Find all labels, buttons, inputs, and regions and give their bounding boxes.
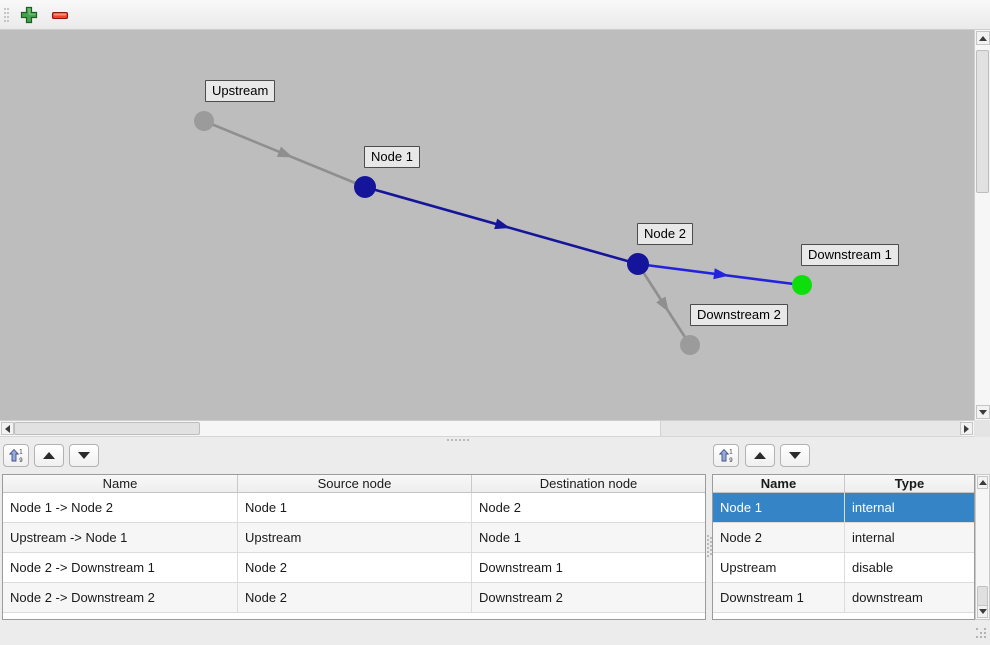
table-cell[interactable]: internal xyxy=(845,523,974,553)
table-cell[interactable]: Node 1 -> Node 2 xyxy=(3,493,238,523)
graph-node[interactable] xyxy=(194,111,214,131)
graph-svg xyxy=(194,111,812,355)
node-move-down-button[interactable] xyxy=(780,444,810,467)
sort-ascending-icon: 1 9 xyxy=(718,448,733,463)
horizontal-splitter-handle[interactable] xyxy=(447,439,449,441)
toolbar-grip[interactable] xyxy=(4,8,6,10)
column-header[interactable]: Name xyxy=(713,475,845,493)
column-header[interactable]: Type xyxy=(894,476,925,491)
edge-arrow-icon xyxy=(713,268,729,280)
up-triangle-icon xyxy=(754,452,766,459)
graph-node[interactable] xyxy=(627,253,649,275)
node-label[interactable]: Upstream xyxy=(205,80,276,102)
scroll-down-button[interactable] xyxy=(977,605,988,618)
edge-move-up-button[interactable] xyxy=(34,444,64,467)
vertical-splitter-handle[interactable] xyxy=(707,535,709,537)
column-header[interactable]: Source node xyxy=(238,475,472,493)
table-cell[interactable]: Node 2 xyxy=(238,553,472,583)
table-cell[interactable]: Node 2 xyxy=(472,493,705,523)
table-scroll-thumb[interactable] xyxy=(977,586,988,607)
nodes-table-scrollbar[interactable] xyxy=(975,474,990,620)
table-cell[interactable]: disable xyxy=(845,553,974,583)
table-cell[interactable]: Upstream -> Node 1 xyxy=(3,523,238,553)
edge-arrow-icon xyxy=(276,146,293,158)
down-triangle-icon xyxy=(789,452,801,459)
canvas-vertical-scrollbar[interactable] xyxy=(974,30,990,420)
table-cell[interactable]: Node 2 xyxy=(238,583,472,613)
arrow-right-icon xyxy=(964,424,969,433)
canvas-horizontal-scrollbar[interactable] xyxy=(0,420,974,437)
edge-arrow-icon xyxy=(494,218,511,230)
table-cell[interactable]: Upstream xyxy=(713,553,845,583)
table-cell[interactable]: Downstream 2 xyxy=(472,583,705,613)
table-cell[interactable]: Node 2 -> Downstream 2 xyxy=(3,583,238,613)
table-cell[interactable]: internal xyxy=(845,493,974,523)
table-cell[interactable]: Node 2 xyxy=(713,523,845,553)
node-label[interactable]: Downstream 2 xyxy=(690,304,788,326)
arrow-up-icon xyxy=(978,480,987,485)
window-resize-grip[interactable] xyxy=(976,628,978,630)
add-node-button plus-icon[interactable] xyxy=(20,6,38,24)
arrow-left-icon xyxy=(5,424,10,433)
table-cell[interactable]: Downstream 1 xyxy=(472,553,705,583)
node-sort-button[interactable]: 1 9 xyxy=(713,444,739,467)
scroll-up-button[interactable] xyxy=(976,31,990,45)
table-cell[interactable]: downstream xyxy=(845,583,974,613)
scroll-right-button[interactable] xyxy=(960,422,973,435)
table-cell[interactable]: Node 2 -> Downstream 1 xyxy=(3,553,238,583)
vertical-scroll-thumb[interactable] xyxy=(976,50,989,193)
horizontal-scroll-thumb[interactable] xyxy=(14,422,200,435)
node-label[interactable]: Downstream 1 xyxy=(801,244,899,266)
scroll-down-button[interactable] xyxy=(976,405,990,419)
up-triangle-icon xyxy=(43,452,55,459)
scroll-trough[interactable] xyxy=(660,421,962,436)
table-cell[interactable]: Node 1 xyxy=(713,493,845,523)
edge-move-down-button[interactable] xyxy=(69,444,99,467)
table-cell[interactable]: Upstream xyxy=(238,523,472,553)
graph-node[interactable] xyxy=(354,176,376,198)
node-move-up-button[interactable] xyxy=(745,444,775,467)
column-header[interactable]: Destination node xyxy=(539,476,638,491)
graph-node[interactable] xyxy=(680,335,700,355)
svg-text:9: 9 xyxy=(729,458,733,463)
edge-sort-button[interactable]: 1 9 xyxy=(3,444,29,467)
scroll-up-button[interactable] xyxy=(977,476,988,489)
arrow-up-icon xyxy=(979,35,987,41)
sort-ascending-icon: 1 9 xyxy=(8,448,23,463)
table-cell[interactable]: Node 1 xyxy=(472,523,705,553)
remove-node-button minus-icon[interactable] xyxy=(51,6,69,24)
down-triangle-icon xyxy=(78,452,90,459)
table-cell[interactable]: Node 1 xyxy=(238,493,472,523)
nodes-table-header: Name Type xyxy=(713,475,974,493)
svg-text:1: 1 xyxy=(729,450,733,456)
graph-node[interactable] xyxy=(792,275,812,295)
arrow-down-icon xyxy=(978,609,987,614)
scrollbar-corner xyxy=(974,420,990,437)
column-header[interactable]: Name xyxy=(3,475,238,493)
scroll-left-button[interactable] xyxy=(1,422,14,435)
arrow-down-icon xyxy=(979,409,987,415)
node-label[interactable]: Node 2 xyxy=(637,223,693,245)
node-label[interactable]: Node 1 xyxy=(364,146,420,168)
svg-text:1: 1 xyxy=(19,450,23,456)
main-toolbar xyxy=(0,0,990,30)
edge-arrow-icon xyxy=(656,296,669,313)
svg-text:9: 9 xyxy=(19,458,23,463)
table-cell[interactable]: Downstream 1 xyxy=(713,583,845,613)
